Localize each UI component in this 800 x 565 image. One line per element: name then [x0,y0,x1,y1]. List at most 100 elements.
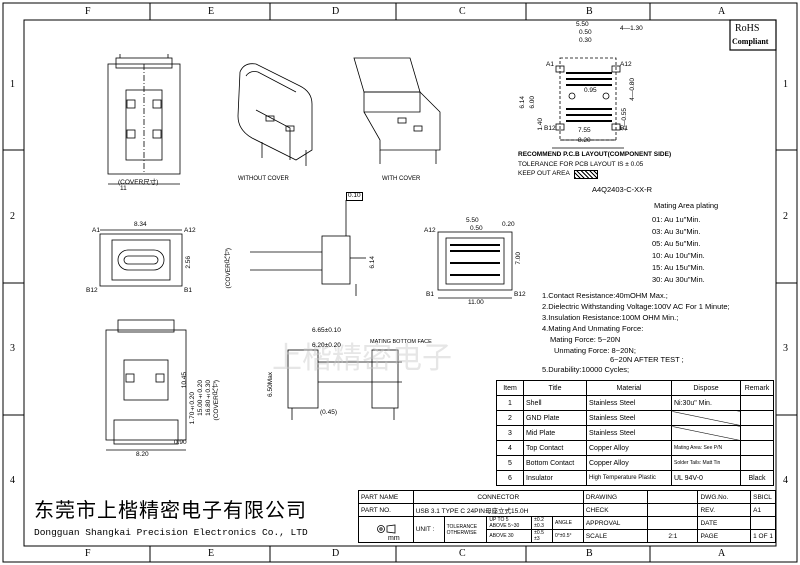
zone-row-1: 1 [10,79,15,90]
bom-cell: 2 [496,410,524,426]
side-view-drawing [250,200,366,296]
without-cover-drawing [237,63,313,166]
bottom-dim-7-00: 7.00 [515,252,522,265]
spec-line: 3.Insulation Resistance:100M OHM Min.; [542,313,679,322]
bom-cell: Bottom Contact [523,455,587,471]
spec-line: Unmating Force: 8~20N; [554,346,636,355]
spec-line: 5.Durability:10000 Cycles; [542,365,630,374]
lower-dim-1-70: 1.70±0.20 [189,392,196,425]
angle-value: ±3 [534,536,540,542]
projection-symbol-icon [358,516,414,543]
zone-row-3: 3 [10,343,15,354]
date-label: DATE [697,516,752,530]
plating-option: 30: Au 30u"Min. [652,275,705,284]
bottom-view-drawing [437,231,513,299]
approval-label: APPROVAL [582,516,649,530]
check-value [647,503,699,517]
plating-part-code: A4Q2403-C-XX-R [592,185,653,194]
table-row: 6 Insulator High Temperature Plastic UL … [496,470,774,486]
front-pin-b12: B12 [86,287,98,294]
mid-dim-6-50: 6.50Max [267,372,274,397]
bom-cell: UL 94V-0 [671,470,741,486]
bottom-pin-b1: B1 [426,291,434,298]
bom-cell-slash [671,410,741,426]
bom-cell: Mid Plate [523,425,587,441]
check-label: CHECK [582,503,649,517]
company-name-cn: 东莞市上楷精密电子有限公司 [34,498,307,522]
zone-row-3-right: 3 [783,343,788,354]
top-view-width-dim: 11 [120,185,127,192]
front-dim-2-56: 2.56 [185,256,192,269]
bottom-dim-0-50: 0.50 [470,225,483,232]
bottom-dim-0-20: 0.20 [502,221,515,228]
unit-value: mm [388,535,400,542]
with-cover-drawing [353,57,441,164]
bom-header-material: Material [586,380,672,396]
rohs-compliant: Compliant [732,37,769,46]
unit-label: UNIT : [412,516,445,543]
pcb-dim-4-1-30: 4—1.30 [620,25,643,32]
pcb-dim-0-50: 0.50 [579,29,592,36]
with-cover-label: WITH COVER [382,176,421,182]
pcb-pin-b1: B1 [620,125,628,132]
pcb-dim-6-14: 6.14 [519,96,526,109]
zone-col-b: B [586,6,593,17]
scale-value: 2:1 [647,529,699,543]
drawing-label: DRAWING [582,490,649,504]
bom-cell: High Temperature Plastic [586,470,672,486]
keepout-hatch-swatch [574,170,598,179]
bom-cell: Stainless Steel [586,410,672,426]
table-row: 2 GND Plate Stainless Steel [496,410,774,426]
angle-label: ANGLE [552,516,584,530]
pcb-dim-0-30: 0.30 [579,37,592,44]
bom-cell: Solder Tails: Matt Tin [671,455,741,471]
bom-cell: Black [740,470,774,486]
zone-row-1-right: 1 [783,79,788,90]
zone-col-e: E [208,6,215,17]
tol-30: ABOVE 30 [486,529,533,543]
title-block: PART NAME CONNECTOR DRAWING DWG.No. SBIC… [358,490,776,543]
bom-cell [740,455,774,471]
pcb-dim-0-95: 0.95 [584,87,597,94]
plating-option: 10: Au 10u"Min. [652,251,705,260]
lower-dim-15-00: 15.00±0.20 [197,380,204,416]
part-no-label: PART NO. [358,503,414,517]
part-no-value: USB 3.1 TYPE C 24PIN母座立式15.0H [412,503,584,517]
company-name-en: Dongguan Shangkai Precision Electronics … [34,527,308,538]
zone-col-a-bottom: A [718,548,726,559]
zone-col-a: A [718,6,726,17]
front-pin-a12: A12 [184,227,196,234]
pcb-pin-b12: B12 [544,125,556,132]
front-view-drawing [99,229,183,287]
plating-option: 05: Au 5u"Min. [652,239,701,248]
zone-col-c-bottom: C [459,548,466,559]
bom-cell: 5 [496,455,524,471]
tol-30-vals: ±0.5±3 [531,529,554,543]
bom-cell [740,410,774,426]
lower-dim-10-45: 10.45 [181,372,188,389]
zone-col-f: F [85,6,91,17]
bottom-dim-5-50: 5.50 [466,217,479,224]
tol-up5-label: UP TO 5 [489,517,509,523]
mid-dim-6-20: 6.20±0.20 [312,342,341,349]
spec-line: 6~20N AFTER TEST ; [610,355,684,364]
angle2-value: 0°±0.5° [555,533,572,539]
bom-header-item: Item [496,380,524,396]
dwg-no-value: SBICL [750,490,776,504]
without-cover-label: WITHOUT COVER [238,176,289,182]
bom-cell: Copper Alloy [586,440,672,456]
bom-cell: 6 [496,470,524,486]
bom-cell: Insulator [523,470,587,486]
bom-header-dispose: Dispose [671,380,741,396]
pcb-dim-6-00: 6.00 [529,96,536,109]
pcb-title: RECOMMEND P.C.B LAYOUT(COMPONENT SIDE) [518,151,672,158]
bom-cell: Ni:30u" Min. [671,395,741,411]
front-pin-b1: B1 [184,287,192,294]
rohs-mark: RoHS [735,23,760,34]
plating-option: 15: Au 15u"Min. [652,263,705,272]
rev-label: REV. [697,503,752,517]
side-dim-0-10: 0.10 [346,192,363,201]
tolerance-text: TOLERANCE [446,523,478,530]
zone-row-2: 2 [10,211,15,222]
